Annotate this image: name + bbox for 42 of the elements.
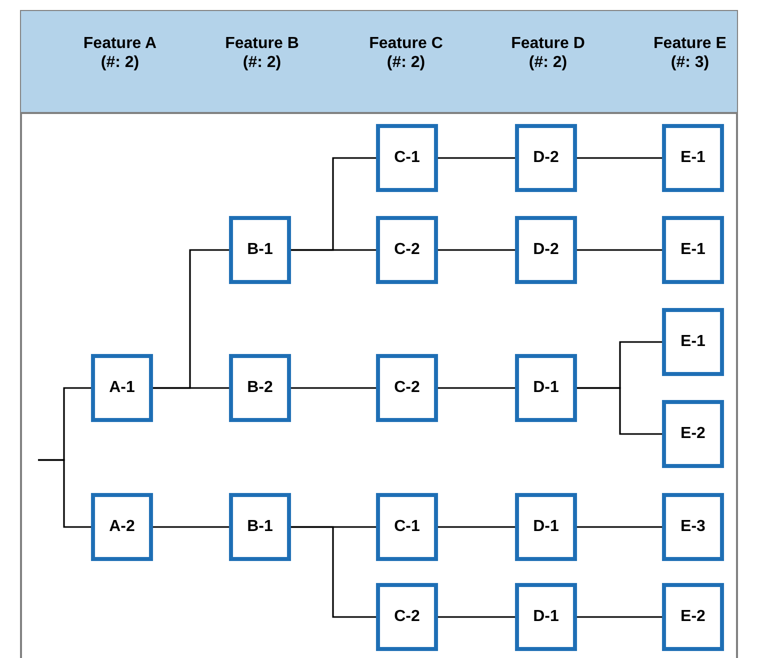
feature-box: B-1 [229,216,291,284]
connector-line [153,387,229,389]
connector-line [438,526,515,528]
feature-box: B-1 [229,493,291,561]
feature-box: E-2 [662,400,724,468]
column-header: Feature E (#: 3) [652,34,728,72]
feature-box: C-2 [376,354,438,422]
feature-box: E-1 [662,124,724,192]
feature-box: E-1 [662,216,724,284]
column-header: Feature A (#: 2) [82,34,158,72]
feature-box: C-2 [376,583,438,651]
column-header: Feature B (#: 2) [224,34,300,72]
connector-line [438,387,515,389]
feature-box: D-1 [515,354,577,422]
connector-line [38,459,91,528]
connector-line [577,526,662,528]
column-header: Feature D (#: 2) [510,34,586,72]
feature-box: E-3 [662,493,724,561]
feature-box: E-2 [662,583,724,651]
feature-box: C-1 [376,493,438,561]
feature-box: A-2 [91,493,153,561]
feature-box: C-1 [376,124,438,192]
connector-line [438,616,515,618]
connector-line [153,526,229,528]
connector-line [577,387,662,435]
connector-line [577,249,662,251]
feature-box: A-1 [91,354,153,422]
connector-line [438,157,515,159]
feature-box: D-1 [515,583,577,651]
feature-box: D-2 [515,124,577,192]
connector-line [291,526,376,618]
feature-box: C-2 [376,216,438,284]
connector-line [291,249,376,251]
feature-box: B-2 [229,354,291,422]
connector-line [577,616,662,618]
feature-box: E-1 [662,308,724,376]
feature-box: D-1 [515,493,577,561]
connector-line [438,249,515,251]
connector-line [577,157,662,159]
connector-line [291,387,376,389]
feature-box: D-2 [515,216,577,284]
column-header: Feature C (#: 2) [368,34,444,72]
